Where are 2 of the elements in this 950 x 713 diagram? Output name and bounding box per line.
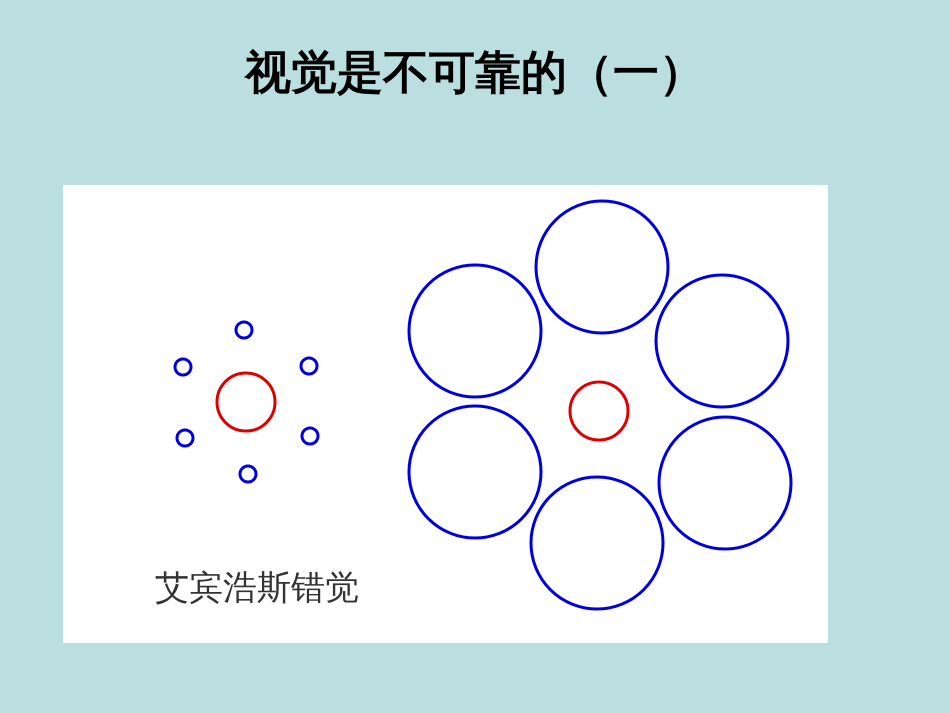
- slide-title: 视觉是不可靠的（一）: [245, 45, 705, 99]
- caption-text: 艾宾浩斯错觉: [155, 567, 359, 610]
